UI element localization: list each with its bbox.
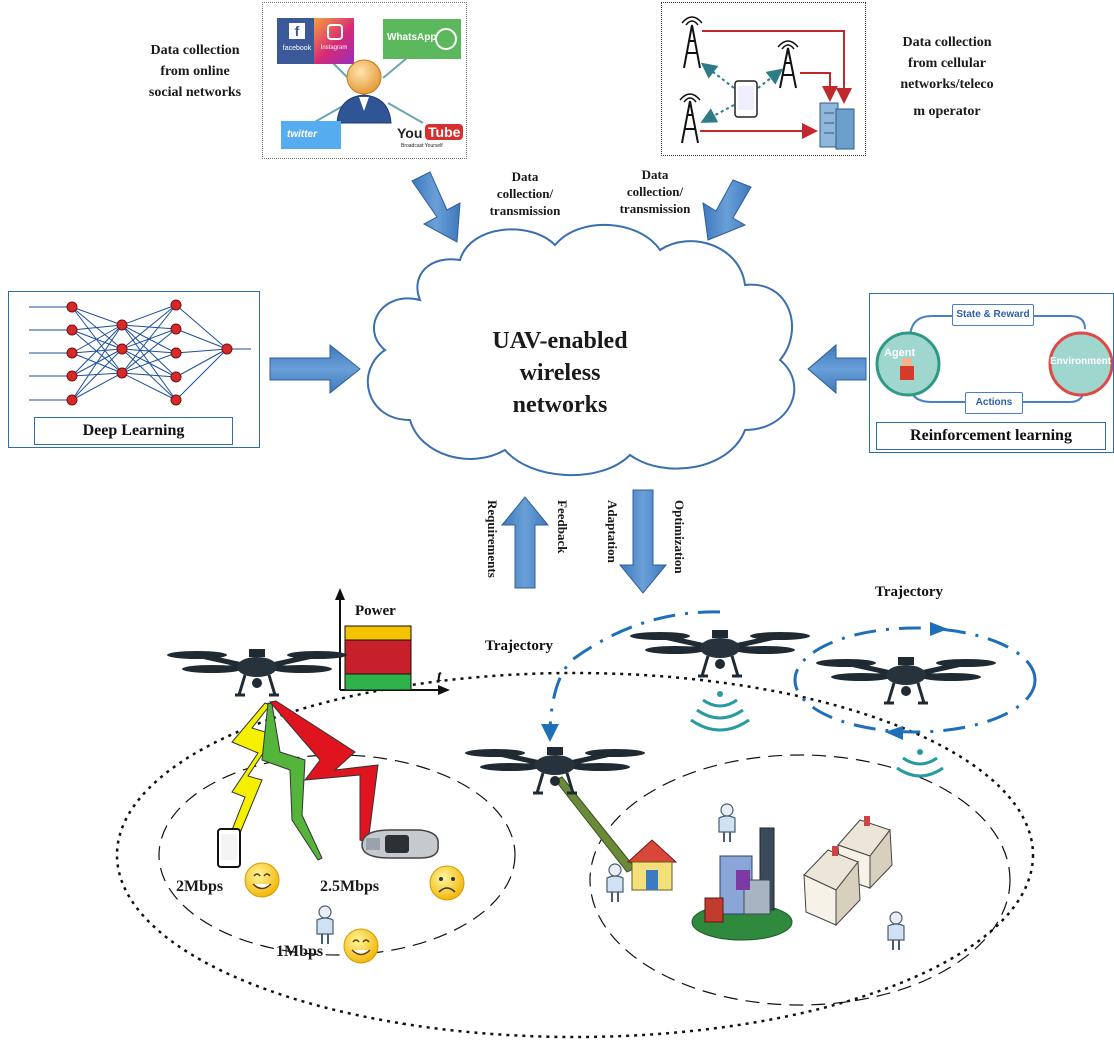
neural-network-diagram <box>29 299 251 406</box>
agent-label: Agent <box>884 347 916 359</box>
user-person-icon <box>887 911 905 951</box>
rate-label-1mbps: 1Mbps <box>276 943 324 960</box>
social-collection-label: Data collection from online social netwo… <box>148 43 242 100</box>
right-arrow-label: Data collection/ transmission <box>619 167 691 216</box>
reinforcement-arrow <box>807 343 867 395</box>
house-icon <box>803 846 861 927</box>
wifi-signal-icon <box>690 691 750 732</box>
wifi-signal-icon <box>896 749 944 778</box>
rate-label-2mbps: 2Mbps <box>176 878 224 895</box>
whatsapp-icon: WhatsApp <box>383 19 461 59</box>
user-cluster-right <box>589 754 1011 1006</box>
user-person-icon <box>606 863 624 903</box>
lightning-bolt-green <box>261 702 323 861</box>
environment-icon <box>1048 331 1113 397</box>
happy-face-icon <box>244 862 280 898</box>
environment-label: Environment <box>1050 356 1112 367</box>
happy-face-icon <box>343 928 379 964</box>
city-buildings-icon <box>691 827 793 941</box>
cell-tower-icon <box>681 16 703 69</box>
power-level-low <box>344 673 412 691</box>
trajectory-loop <box>793 626 1037 734</box>
power-level-mid <box>344 639 412 675</box>
feedback-arrow-up <box>500 496 550 589</box>
power-chart <box>335 588 450 695</box>
collection-arrow-right <box>702 179 752 241</box>
deep-learning-panel: Deep Learning <box>8 291 260 448</box>
cell-tower-icon <box>679 93 701 144</box>
server-icon <box>819 102 855 150</box>
user-person-icon <box>718 803 736 843</box>
cellular-collection-label: Data collection from cellular networks/t… <box>900 35 994 119</box>
facebook-icon: f facebook <box>277 18 317 64</box>
sad-face-icon <box>429 865 465 901</box>
twitter-icon: twitter <box>281 121 341 149</box>
trajectory-arrowhead <box>885 726 903 740</box>
rl-loop-diagram <box>875 315 1113 403</box>
car-icon <box>361 829 439 859</box>
cell-tower-icon <box>777 40 799 89</box>
cloud-title: UAV-enabled wireless networks <box>492 328 628 418</box>
social-networks-panel: f facebook Instagram WhatsApp twitter Yo… <box>262 2 467 159</box>
coverage-area-outer <box>115 671 1035 1039</box>
trajectory-arrowhead <box>541 724 559 742</box>
person-avatar-icon <box>336 59 392 124</box>
reinforcement-title: Reinforcement learning <box>876 422 1106 450</box>
cloud-shape <box>366 224 796 477</box>
cellular-networks-panel <box>661 2 866 156</box>
reinforcement-learning-panel: State & Reward Actions Agent Environment… <box>869 293 1114 453</box>
state-reward-box: State & Reward <box>952 304 1034 326</box>
collection-arrow-left <box>411 171 461 243</box>
youtube-icon: You Tube Broadcast Yourself <box>395 121 465 153</box>
user-person-icon <box>316 905 334 945</box>
rate-label-2-5mbps: 2.5Mbps <box>320 878 380 895</box>
actions-box: Actions <box>965 392 1023 414</box>
trajectory-label-left: Trajectory <box>485 638 554 654</box>
house-icon <box>626 839 678 891</box>
left-arrow-label: Data collection/ transmission <box>489 169 561 218</box>
optimization-arrow-down <box>618 489 668 594</box>
power-label: Power <box>355 603 396 619</box>
trajectory-label-right: Trajectory <box>875 584 944 600</box>
trajectory-arrowhead <box>930 622 948 636</box>
deep-learning-arrow <box>269 343 361 395</box>
instagram-icon: Instagram <box>314 18 354 64</box>
deep-learning-title: Deep Learning <box>34 417 233 445</box>
cellular-network-diagram <box>679 16 855 150</box>
time-axis-label: t <box>437 668 442 685</box>
trajectory-path <box>548 610 721 731</box>
